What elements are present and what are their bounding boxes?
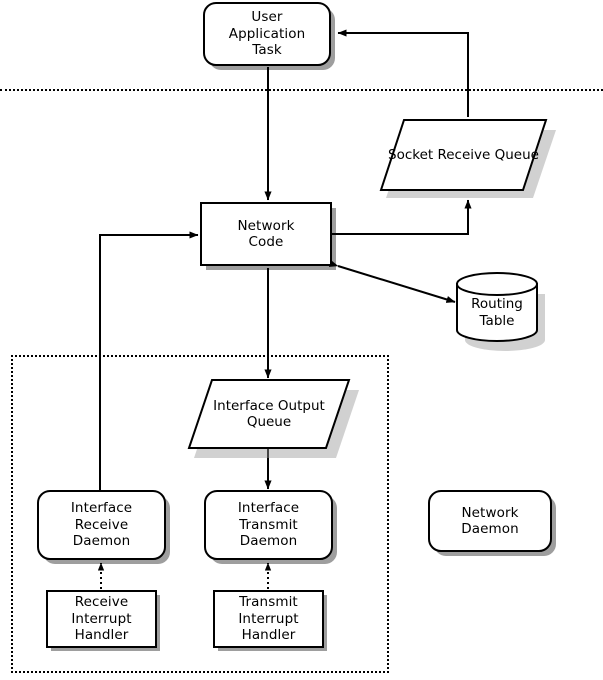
node-transmit-interrupt-handler[interactable]: Transmit Interrupt Handler bbox=[213, 590, 324, 648]
node-receive-interrupt-handler[interactable]: Receive Interrupt Handler bbox=[46, 590, 157, 648]
node-label-network-code: Network Code bbox=[237, 217, 295, 250]
node-user-application-task[interactable]: User Application Task bbox=[203, 2, 331, 66]
node-label-network-daemon: Network Daemon bbox=[461, 504, 519, 537]
node-label-interface-transmit-daemon: Interface Transmit Daemon bbox=[237, 500, 300, 550]
node-label-routing-table: Routing Table bbox=[471, 296, 523, 329]
node-network-daemon[interactable]: Network Daemon bbox=[428, 490, 552, 552]
node-interface-transmit-daemon[interactable]: Interface Transmit Daemon bbox=[204, 490, 333, 560]
daemon-group-boundary bbox=[11, 355, 389, 673]
node-routing-table[interactable]: Routing Table bbox=[457, 284, 537, 341]
edge-socket-receive-queue-to-user-task bbox=[337, 29, 469, 117]
node-label-socket-receive-queue: Socket Receive Queue bbox=[388, 146, 539, 163]
node-label-user-application-task: User Application Task bbox=[228, 9, 306, 59]
node-socket-receive-queue[interactable]: Socket Receive Queue bbox=[381, 120, 546, 190]
edge-network-code-to-socket-receive-queue bbox=[332, 199, 472, 235]
edge-network-code-routing-table bbox=[328, 260, 456, 303]
node-label-interface-receive-daemon: Interface Receive Daemon bbox=[70, 500, 133, 550]
node-label-interface-output-queue: Interface Output Queue bbox=[213, 397, 325, 430]
node-interface-output-queue[interactable]: Interface Output Queue bbox=[189, 380, 349, 448]
node-label-transmit-interrupt-handler: Transmit Interrupt Handler bbox=[238, 594, 299, 644]
node-interface-receive-daemon[interactable]: Interface Receive Daemon bbox=[37, 490, 166, 560]
node-label-receive-interrupt-handler: Receive Interrupt Handler bbox=[71, 594, 132, 644]
user-kernel-boundary-line bbox=[0, 89, 603, 91]
node-network-code[interactable]: Network Code bbox=[200, 202, 332, 266]
